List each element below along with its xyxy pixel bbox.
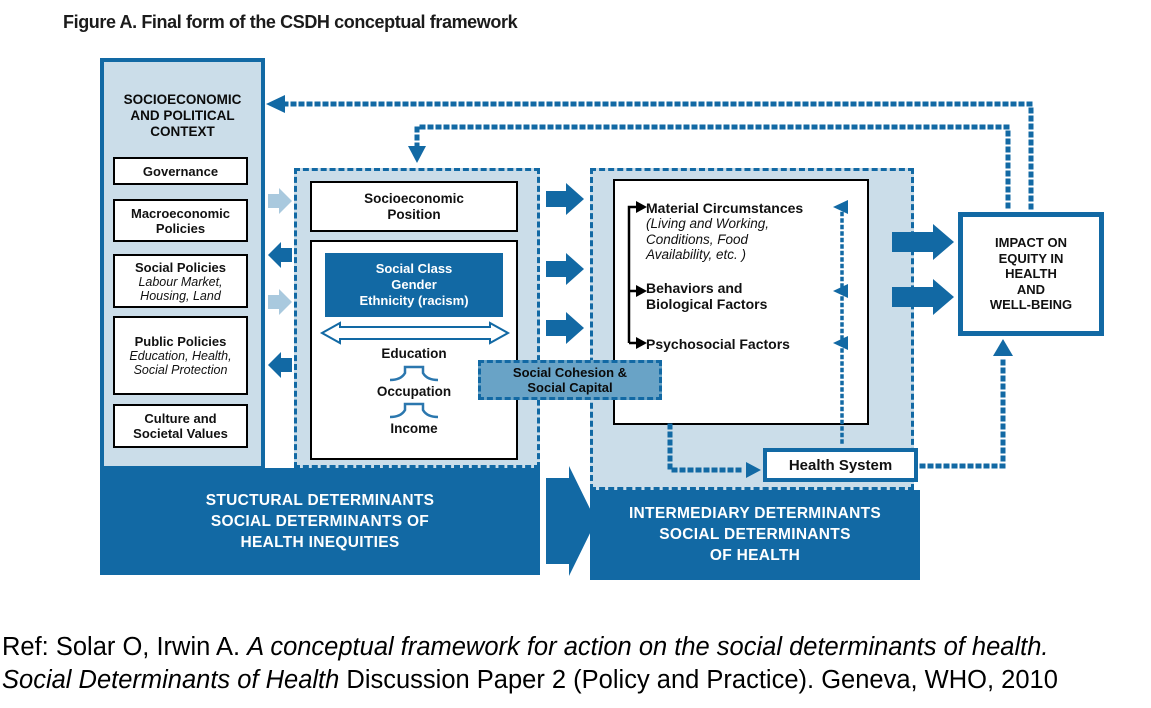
structural-to-context-arrow-icon [268,352,292,378]
socioeconomic-position-label: Socioeconomic Position [364,190,464,222]
culture-societal-values-label: Culture and Societal Values [133,411,228,441]
reference-series-title: Social Determinants of Health [2,666,340,694]
social-class-gender-ethnicity-box: Social Class Gender Ethnicity (racism) [325,253,503,317]
structural-to-intermediary-arrow-icon [546,253,584,285]
social-policies-label: Social Policies [134,259,227,275]
structural-to-intermediary-arrow-icon [546,183,584,215]
social-cohesion-capital-box: Social Cohesion & Social Capital [478,360,662,400]
material-circumstances-sublabel: (Living and Working, Conditions, Food Av… [646,216,770,262]
culture-societal-values-box: Culture and Societal Values [113,404,248,448]
context-to-structural-arrow-icon [268,188,292,214]
behaviors-biological-factors-item: Behaviors and Biological Factors [646,280,768,312]
material-circumstances-item: Material Circumstances (Living and Worki… [646,200,836,263]
reference-authors: Ref: Solar O, Irwin A. [2,633,248,661]
reference-line-1: Ref: Solar O, Irwin A. A conceptual fram… [2,631,1149,664]
impact-equity-box: IMPACT ON EQUITY IN HEALTH AND WELL-BEIN… [958,212,1104,336]
impact-equity-label: IMPACT ON EQUITY IN HEALTH AND WELL-BEIN… [989,235,1073,313]
governance-label: Governance [142,163,219,179]
context-panel-header: SOCIOECONOMIC AND POLITICAL CONTEXT [123,92,242,139]
macroeconomic-policies-label: Macroeconomic Policies [131,205,230,236]
public-policies-label: Public Policies [134,334,227,349]
feedback-left-arrowhead-icon [266,95,285,113]
structural-to-context-arrow-icon [268,242,292,268]
reference-line-2: Social Determinants of Health Discussion… [2,664,1149,697]
reference-citation: Ref: Solar O, Irwin A. A conceptual fram… [2,631,1149,697]
health-system-to-impact-line [919,353,1006,469]
context-to-structural-arrow-icon [268,289,292,315]
structural-to-intermediary-arrow-icon [546,312,584,344]
education-label: Education [381,346,447,361]
social-policies-sublabel: Labour Market, Housing, Land [138,274,223,303]
public-policies-sublabel: Education, Health, Social Protection [129,349,232,377]
impact-up-arrowhead-icon [993,339,1013,356]
reference-publisher: Discussion Paper 2 (Policy and Practice)… [339,666,1058,694]
health-system-label: Health System [788,456,893,474]
public-policies-box: Public Policies Education, Health, Socia… [113,316,248,395]
structural-to-intermediary-banner-arrow-icon [546,466,596,576]
macroeconomic-policies-box: Macroeconomic Policies [113,199,248,242]
socioeconomic-position-box: Socioeconomic Position [310,181,518,232]
social-class-gender-ethnicity-label: Social Class Gender Ethnicity (racism) [359,261,469,308]
governance-box: Governance [113,157,248,185]
structural-determinants-banner: STUCTURAL DETERMINANTS SOCIAL DETERMINAN… [100,468,540,575]
reference-work-title: A conceptual framework for action on the… [247,633,1049,661]
social-policies-box: Social Policies Labour Market, Housing, … [113,254,248,308]
material-circumstances-label: Material Circumstances [646,200,804,216]
intermediary-determinants-banner: INTERMEDIARY DETERMINANTS SOCIAL DETERMI… [590,490,920,580]
psychosocial-factors-item: Psychosocial Factors [646,336,790,352]
figure-title: Figure A. Final form of the CSDH concept… [63,12,518,32]
health-system-box: Health System [763,448,918,482]
income-label: Income [390,421,438,436]
social-cohesion-capital-label: Social Cohesion & Social Capital [512,365,628,395]
feedback-down-arrowhead-icon [408,146,426,163]
occupation-label: Occupation [376,384,452,399]
